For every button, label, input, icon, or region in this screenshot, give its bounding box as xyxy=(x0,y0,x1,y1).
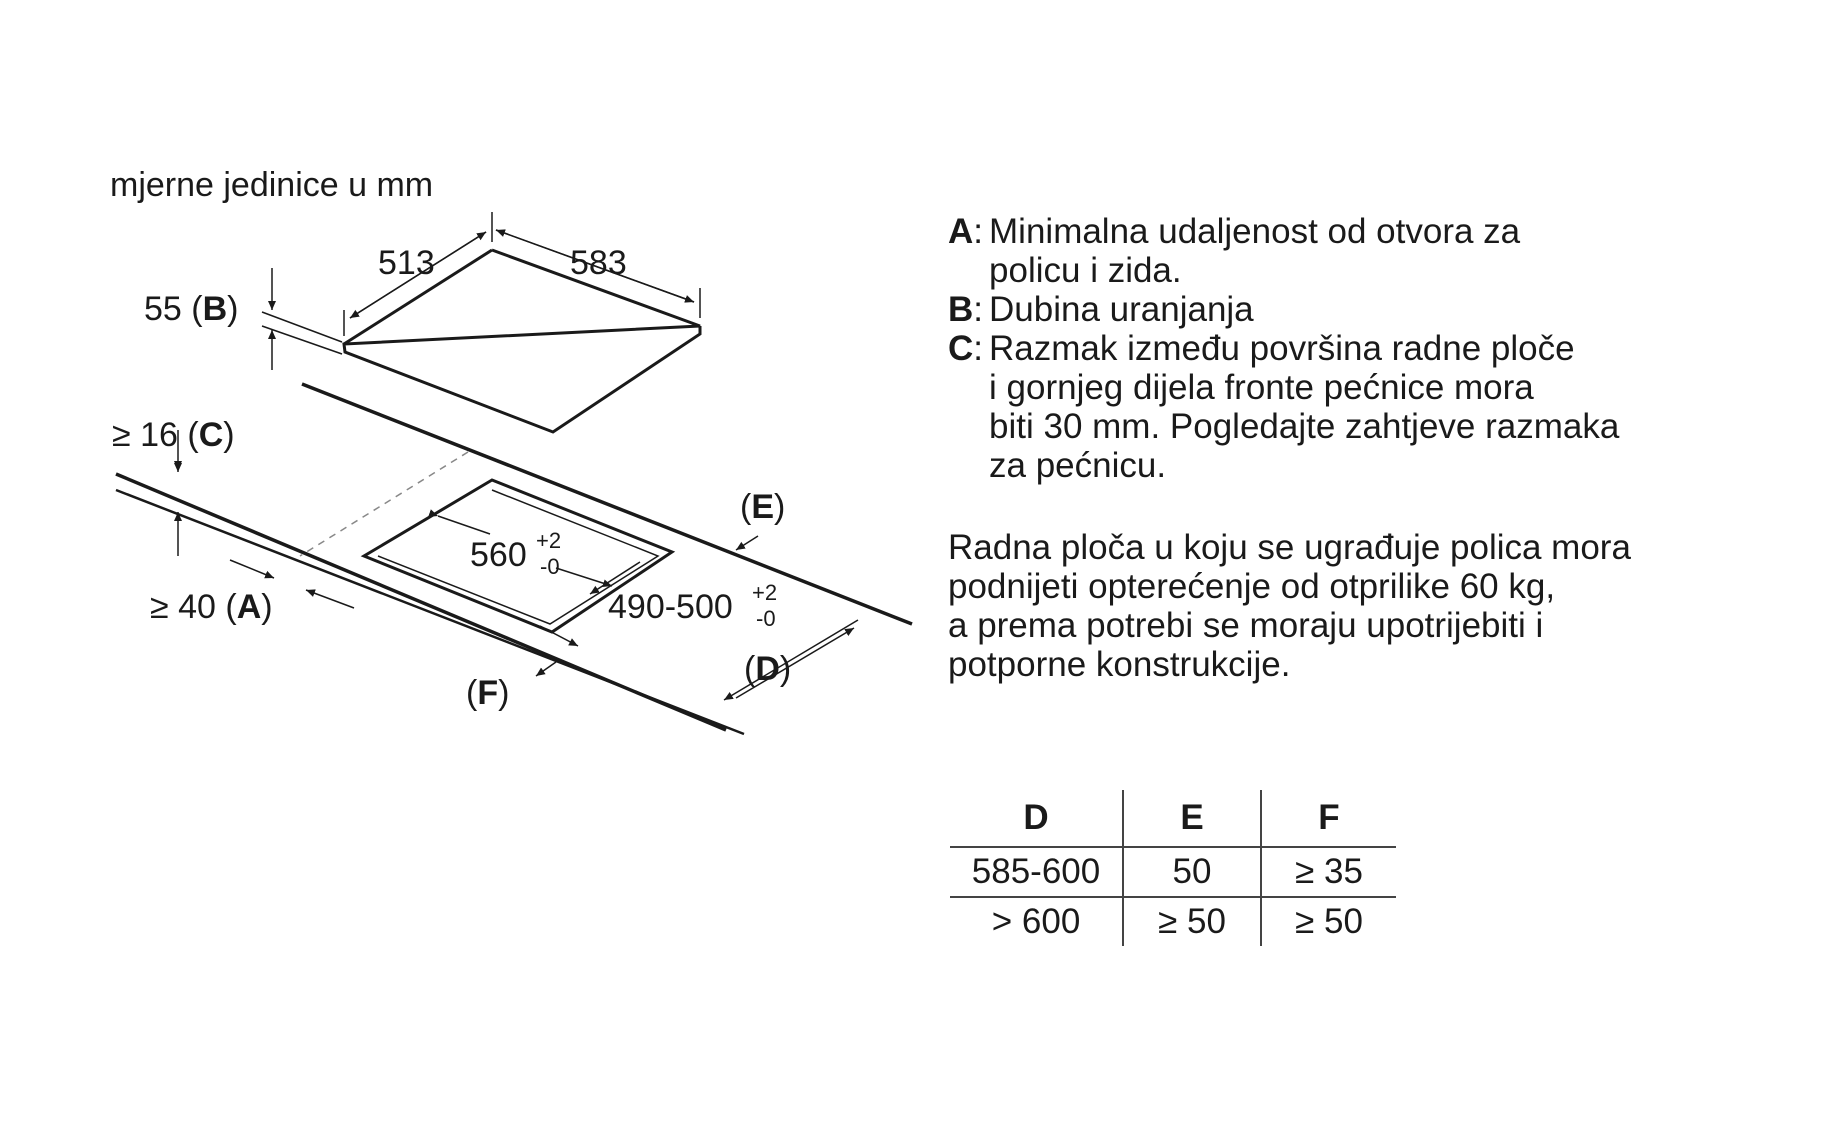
wall-dashed-line xyxy=(299,451,469,557)
label-e: (E) xyxy=(740,488,785,526)
cutout-width-label: 560 xyxy=(470,536,527,574)
legend: A: Minimalna udaljenost od otvora za pol… xyxy=(948,212,1808,485)
hob-outline xyxy=(342,248,702,434)
immersion-label: 55 (B) xyxy=(144,290,239,328)
dim-hob-width xyxy=(343,212,493,336)
distance-table: D E F 585-600 50 ≥ 35 > 600 ≥ 50 ≥ 50 xyxy=(950,790,1396,946)
load-note: Radna ploča u koju se ugrađuje polica mo… xyxy=(948,528,1631,684)
dim-immersion xyxy=(261,268,343,370)
dim-d xyxy=(723,619,859,701)
table-cell: ≥ 50 xyxy=(1123,897,1262,946)
header-e: E xyxy=(1123,790,1262,848)
worktop-edges xyxy=(115,382,913,736)
legend-text: Dubina uranjanja xyxy=(989,290,1254,329)
dim-cutout-depth xyxy=(539,561,641,647)
label-d: (D) xyxy=(744,650,791,688)
legend-item-b: B: Dubina uranjanja xyxy=(948,290,1808,329)
legend-key: A xyxy=(948,212,974,251)
header-f: F xyxy=(1261,790,1396,848)
legend-key: C xyxy=(948,329,974,368)
dim-hob-depth xyxy=(495,229,701,318)
gap-a-label: ≥ 40 (A) xyxy=(150,588,273,626)
gap-c-label: ≥ 16 (C) xyxy=(112,416,235,454)
dim-e xyxy=(735,535,759,551)
dim-f xyxy=(535,661,557,677)
units-note: mjerne jedinice u mm xyxy=(110,166,433,204)
cutout-depth-tol-minus: -0 xyxy=(756,606,776,631)
cutout-width-tol-minus: -0 xyxy=(540,554,560,579)
table-row: > 600 ≥ 50 ≥ 50 xyxy=(950,897,1396,946)
legend-text: Razmak između površina radne ploče i gor… xyxy=(989,329,1620,485)
legend-item-a: A: Minimalna udaljenost od otvora za pol… xyxy=(948,212,1808,290)
hob-width-label: 513 xyxy=(378,244,435,282)
header-d: D xyxy=(950,790,1124,848)
table-row: 585-600 50 ≥ 35 xyxy=(950,847,1396,898)
cutout-depth-tol-plus: +2 xyxy=(752,580,777,605)
table-header-row: D E F xyxy=(950,790,1396,848)
legend-key: B xyxy=(948,290,974,329)
table-cell: 585-600 xyxy=(950,847,1124,898)
dim-gap-a xyxy=(229,559,355,609)
legend-item-c: C: Razmak između površina radne ploče i … xyxy=(948,329,1808,485)
table-cell: ≥ 35 xyxy=(1261,847,1396,898)
hob-depth-label: 583 xyxy=(570,244,627,282)
cutout-depth-label: 490-500 xyxy=(608,588,733,626)
legend-text: Minimalna udaljenost od otvora za policu… xyxy=(989,212,1521,290)
label-f: (F) xyxy=(466,674,509,712)
cutout-width-tol-plus: +2 xyxy=(536,528,561,553)
table-cell: ≥ 50 xyxy=(1295,902,1363,941)
dim-cutout-width xyxy=(428,509,613,588)
table-cell: 50 xyxy=(1123,847,1262,898)
table-cell: > 600 xyxy=(950,897,1124,946)
